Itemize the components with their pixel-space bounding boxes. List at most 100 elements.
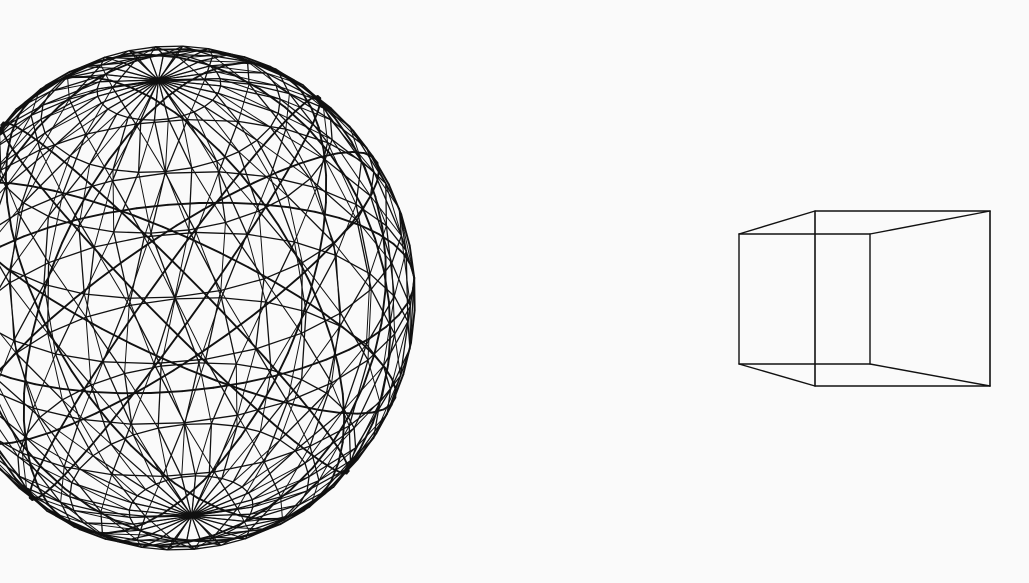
sphere-edge bbox=[183, 423, 197, 477]
sphere-edge bbox=[239, 409, 259, 438]
sphere-edge bbox=[361, 193, 373, 210]
sphere-edge bbox=[151, 465, 176, 485]
sphere-edge bbox=[64, 215, 86, 239]
sphere-edge bbox=[79, 468, 133, 504]
sphere-edge bbox=[58, 86, 85, 108]
sphere-edge bbox=[269, 176, 285, 201]
sphere-edge bbox=[71, 482, 133, 504]
sphere-edge bbox=[324, 159, 358, 221]
sphere-edge bbox=[39, 416, 81, 470]
sphere-edge bbox=[103, 56, 125, 64]
sphere-edge bbox=[49, 297, 77, 315]
sphere-edge bbox=[79, 361, 104, 420]
sphere-edge bbox=[102, 297, 130, 363]
sphere-edge bbox=[92, 421, 112, 444]
sphere-edge bbox=[96, 79, 159, 90]
sphere-edge bbox=[221, 477, 234, 483]
sphere-edge bbox=[174, 111, 199, 131]
sphere-edge bbox=[47, 155, 71, 217]
wireframe-sphere[interactable] bbox=[0, 45, 416, 551]
sphere-edge bbox=[238, 139, 258, 153]
sphere-edge bbox=[48, 193, 64, 264]
sphere-edge bbox=[78, 225, 115, 233]
sphere-edge bbox=[108, 59, 137, 74]
sphere-edge bbox=[219, 77, 222, 87]
sphere-edge bbox=[265, 488, 292, 510]
sphere-edge bbox=[93, 246, 130, 306]
sphere-edge bbox=[380, 289, 387, 325]
sphere-edge bbox=[79, 418, 113, 476]
sphere-edge bbox=[93, 53, 126, 65]
sphere-edge bbox=[371, 393, 384, 424]
sphere-edge bbox=[213, 414, 239, 473]
sphere-edge bbox=[143, 531, 174, 540]
sphere-edge bbox=[251, 499, 254, 508]
sphere-edge bbox=[0, 104, 44, 144]
sphere-edge bbox=[5, 185, 25, 204]
sphere-edge bbox=[109, 79, 133, 89]
sphere-edge bbox=[350, 140, 366, 169]
sphere-edge bbox=[112, 62, 125, 69]
sphere-edge bbox=[338, 216, 362, 227]
sphere-edge bbox=[256, 139, 289, 197]
sphere-edge bbox=[92, 455, 147, 491]
sphere-edge bbox=[105, 529, 127, 535]
sphere-edge bbox=[325, 348, 351, 361]
sphere-edge bbox=[157, 79, 222, 87]
sphere-edge bbox=[44, 95, 99, 134]
sphere-edge bbox=[0, 112, 16, 130]
sphere-edge bbox=[330, 119, 375, 173]
sphere-edge bbox=[181, 475, 197, 478]
sphere-edge bbox=[63, 418, 81, 468]
sphere-edge bbox=[19, 442, 43, 469]
sphere-edge bbox=[259, 88, 287, 109]
sphere-edge bbox=[128, 342, 160, 358]
sphere-edge bbox=[144, 483, 157, 491]
sphere-edge bbox=[185, 71, 207, 84]
sphere-edge bbox=[259, 63, 277, 71]
sphere-edge bbox=[242, 375, 275, 384]
sphere-edge bbox=[259, 379, 303, 433]
wireframe-cube[interactable] bbox=[738, 210, 991, 387]
sphere-edge bbox=[0, 352, 17, 370]
sphere-edge bbox=[107, 108, 118, 115]
sphere-edge bbox=[220, 221, 226, 292]
sphere-edge bbox=[382, 403, 393, 411]
sphere-edge bbox=[161, 471, 215, 478]
sphere-edge bbox=[237, 83, 250, 122]
sphere-edge bbox=[36, 492, 46, 500]
sphere-edge bbox=[223, 61, 245, 67]
sphere-edge bbox=[104, 537, 133, 546]
sphere-edge bbox=[382, 365, 392, 391]
sphere-edge bbox=[301, 325, 341, 381]
sphere-edge bbox=[202, 193, 224, 220]
sphere-edge bbox=[309, 452, 325, 464]
sphere-edge bbox=[381, 226, 387, 260]
sphere-edge bbox=[256, 126, 272, 141]
sphere-edge bbox=[374, 195, 384, 228]
sphere-edge bbox=[99, 79, 159, 83]
sphere-edge bbox=[6, 132, 13, 155]
sphere-edge bbox=[110, 443, 147, 490]
sphere-edge bbox=[244, 335, 267, 360]
sphere-edge bbox=[275, 84, 332, 121]
sphere-edge bbox=[157, 79, 214, 101]
sphere-edge bbox=[153, 118, 169, 121]
sphere-edge bbox=[30, 317, 53, 338]
sphere-edge bbox=[276, 426, 296, 443]
sphere-edge bbox=[89, 117, 129, 165]
sphere-edge bbox=[258, 197, 280, 226]
sphere-edge bbox=[33, 178, 50, 198]
sphere-edge bbox=[220, 278, 265, 292]
sphere-edge bbox=[191, 515, 246, 522]
sphere-edge bbox=[85, 316, 92, 386]
sphere-edge bbox=[157, 54, 164, 81]
sphere-edge bbox=[54, 342, 73, 373]
sphere-edge bbox=[96, 81, 101, 90]
sphere-edge bbox=[289, 466, 314, 491]
sphere-edge bbox=[341, 326, 361, 343]
sphere-edge bbox=[402, 341, 412, 376]
sphere-edge bbox=[73, 278, 100, 300]
